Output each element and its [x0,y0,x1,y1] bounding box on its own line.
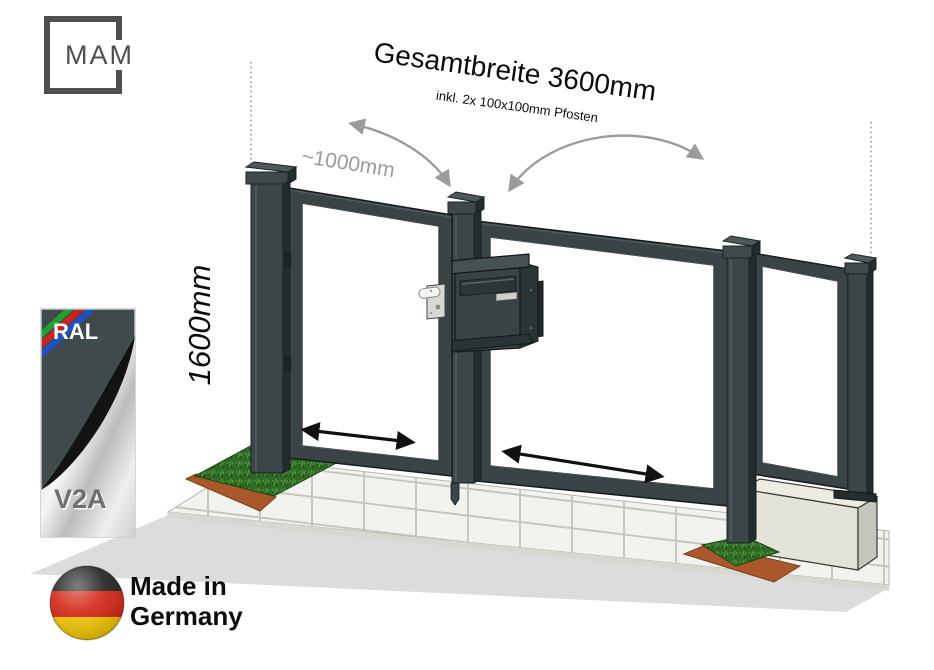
span-arrow-right [508,134,705,193]
right-post [721,235,762,544]
end-post-base-plate [833,489,877,503]
swing-arrow-pedestrian [300,422,416,450]
v2a-label-emboss: V2A [56,486,109,516]
letterbox-flap [459,275,517,297]
made-in-line: Made in [130,571,227,601]
lock-cylinder [435,304,441,310]
pedestrian-gate-leaf [288,187,453,477]
ral-label: RAL [53,319,98,344]
end-post [843,253,878,498]
lock-handle [418,286,441,299]
ground-shadow [30,512,889,612]
mam-logo-text: MAM [62,40,137,70]
hinge-bottom [284,356,291,371]
made-in-germany-label: Made in Germany [130,571,243,631]
side-panel [751,252,849,490]
extension-lines [250,62,872,257]
germany-line: Germany [130,601,243,631]
german-flag-icon [49,565,125,641]
v2a-label: V2A [54,484,107,514]
ral-v2a-badge: RAL V2A V2A [40,308,136,538]
letterbox [448,253,544,353]
gate-height-label: 1600mm [182,264,217,386]
letterbox-name-plate [495,291,518,302]
left-post [244,161,298,474]
hinge-top [284,252,291,267]
span-arrow-left [348,118,451,188]
swing-arrow-main [501,444,665,484]
ral-color-fan-icon [42,310,95,358]
gate-lock [418,283,446,320]
